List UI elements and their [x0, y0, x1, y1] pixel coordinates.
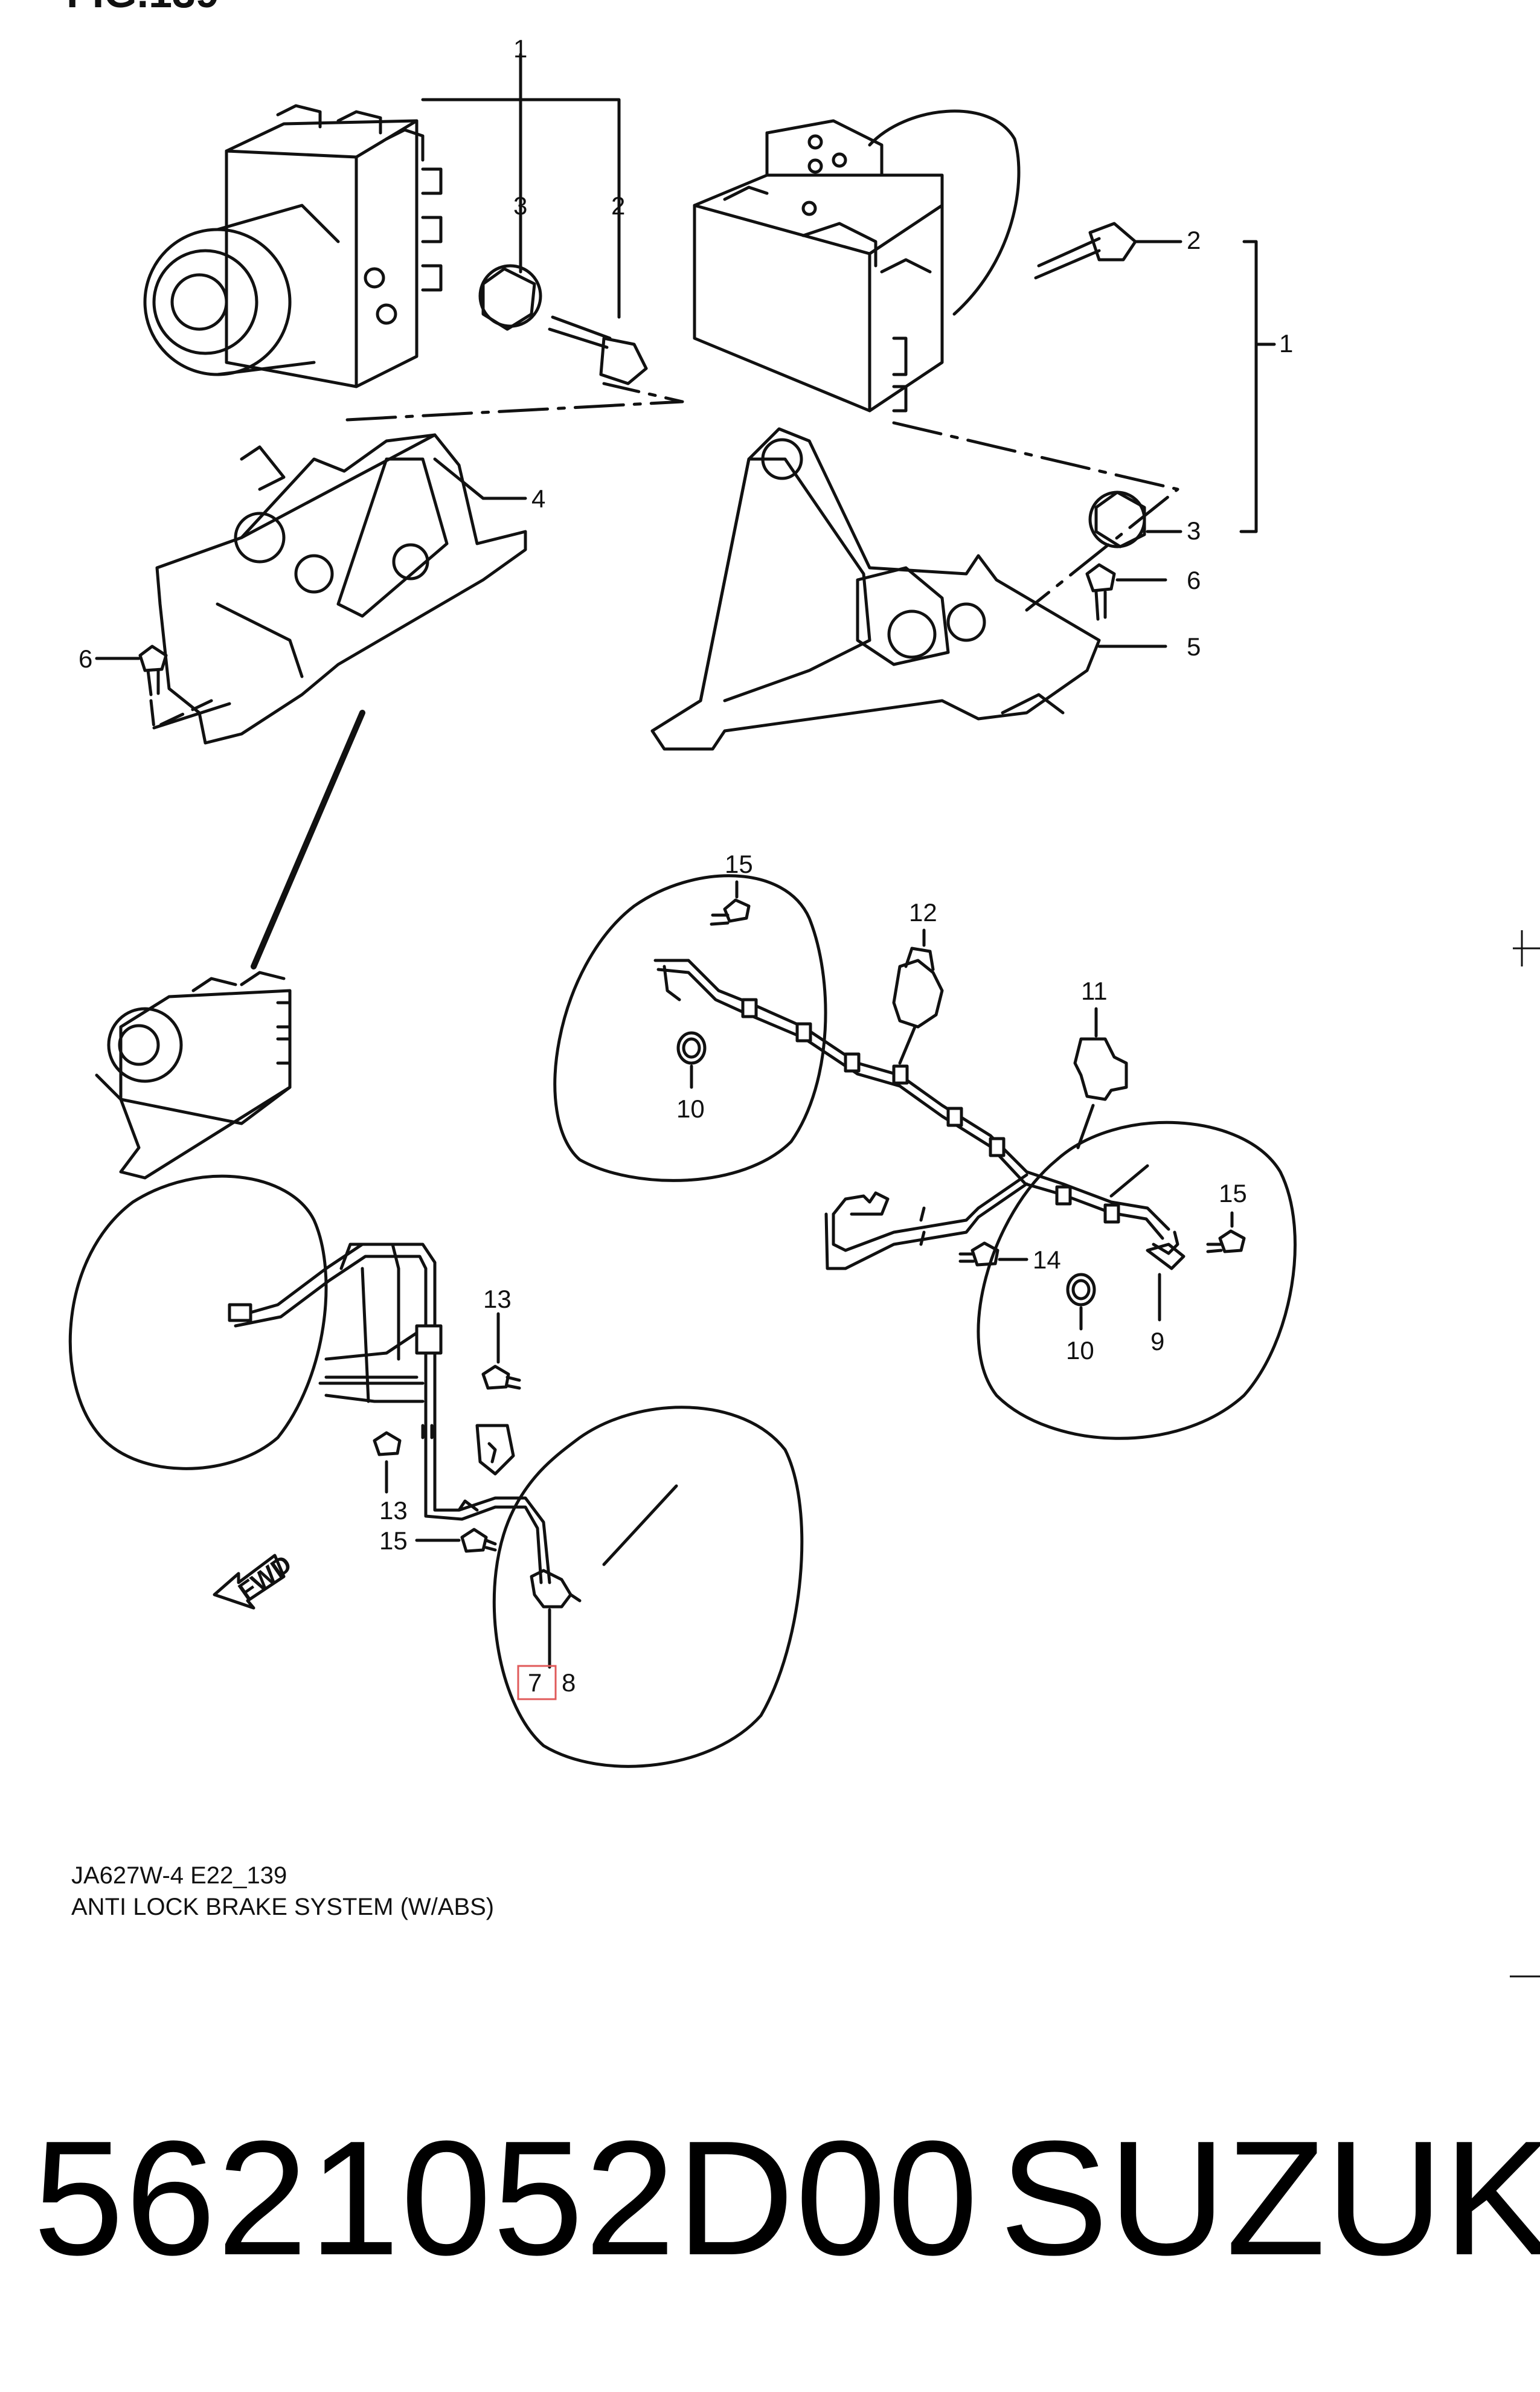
bolt-right[interactable] [1034, 222, 1137, 280]
callout-3-top: 3 [513, 191, 527, 220]
callout-12: 12 [909, 898, 937, 927]
bolt-15-top[interactable] [710, 898, 751, 926]
clip-12[interactable] [892, 947, 944, 1029]
callout-1-right: 1 [1279, 329, 1293, 358]
bracket-left[interactable] [155, 433, 527, 745]
hydraulic-unit-left[interactable] [143, 104, 443, 388]
callout-15-a: 15 [725, 850, 753, 878]
bolt-6-right[interactable] [1085, 563, 1116, 621]
rear-wheel-sensor[interactable] [1146, 1243, 1185, 1270]
bolt-15-front[interactable] [460, 1528, 497, 1553]
wheel-front-left-a [68, 1174, 328, 1470]
parts-diagram: FWD 1 3 2 4 6 2 1 3 6 5 15 12 11 10 15 1… [68, 34, 1540, 1978]
bolt-15-right[interactable] [1206, 1229, 1246, 1253]
callout-13-a: 13 [483, 1285, 512, 1313]
bushing-left[interactable] [478, 264, 542, 331]
callout-11: 11 [1081, 977, 1108, 1005]
callout-10-b: 10 [1066, 1336, 1094, 1365]
abs-assembly-small[interactable] [95, 971, 292, 1180]
clip-11[interactable] [1073, 1037, 1128, 1101]
bolt-14[interactable] [958, 1241, 999, 1267]
o-ring-bottom[interactable] [1066, 1273, 1096, 1307]
bolt-left[interactable] [548, 315, 648, 385]
front-wheel-sensor[interactable] [530, 1569, 582, 1609]
callout-7: 7 [528, 1668, 542, 1697]
callout-4: 4 [531, 484, 545, 513]
bolt-13-bottom[interactable] [373, 1431, 402, 1456]
callout-15-c: 15 [379, 1526, 408, 1555]
figure-title: FIG.139 [66, 0, 219, 17]
bolt-6-left[interactable] [138, 645, 168, 696]
callout-15-b: 15 [1219, 1179, 1247, 1207]
callout-2-right: 2 [1187, 226, 1201, 254]
callout-6-right: 6 [1187, 566, 1201, 594]
callout-3-right: 3 [1187, 516, 1201, 545]
callout-14: 14 [1033, 1246, 1061, 1274]
highlight-box [517, 1665, 557, 1700]
callout-9: 9 [1150, 1327, 1164, 1355]
bolt-13-top[interactable] [481, 1365, 521, 1390]
callout-13-b: 13 [379, 1496, 408, 1525]
o-ring-top[interactable] [676, 1031, 707, 1065]
callout-5: 5 [1187, 632, 1201, 661]
brand-name: SUZUKI [999, 2107, 1540, 2289]
fwd-arrow-icon [213, 1554, 286, 1610]
wheel-rear-left [553, 874, 827, 1182]
hydraulic-unit-right[interactable] [693, 109, 1021, 413]
bracket-right[interactable] [650, 427, 1101, 751]
figure-code: JA627W-4 E22_139 [71, 1862, 287, 1889]
callout-10-a: 10 [676, 1095, 705, 1123]
rear-wheel-sensor-harness[interactable] [653, 959, 1179, 1270]
part-number: 5621052D00 [33, 2107, 980, 2289]
front-wheel-sensor-harness[interactable] [228, 1243, 551, 1584]
callout-2-top: 2 [611, 191, 625, 220]
figure-name: ANTI LOCK BRAKE SYSTEM (W/ABS) [71, 1894, 495, 1920]
callout-1-top: 1 [513, 34, 527, 63]
wheel-front-left-b [492, 1406, 804, 1768]
callout-8: 8 [562, 1668, 576, 1697]
wheel-rear-right [977, 1120, 1297, 1440]
callout-6-left: 6 [79, 645, 92, 673]
bushing-right[interactable] [1088, 490, 1146, 548]
